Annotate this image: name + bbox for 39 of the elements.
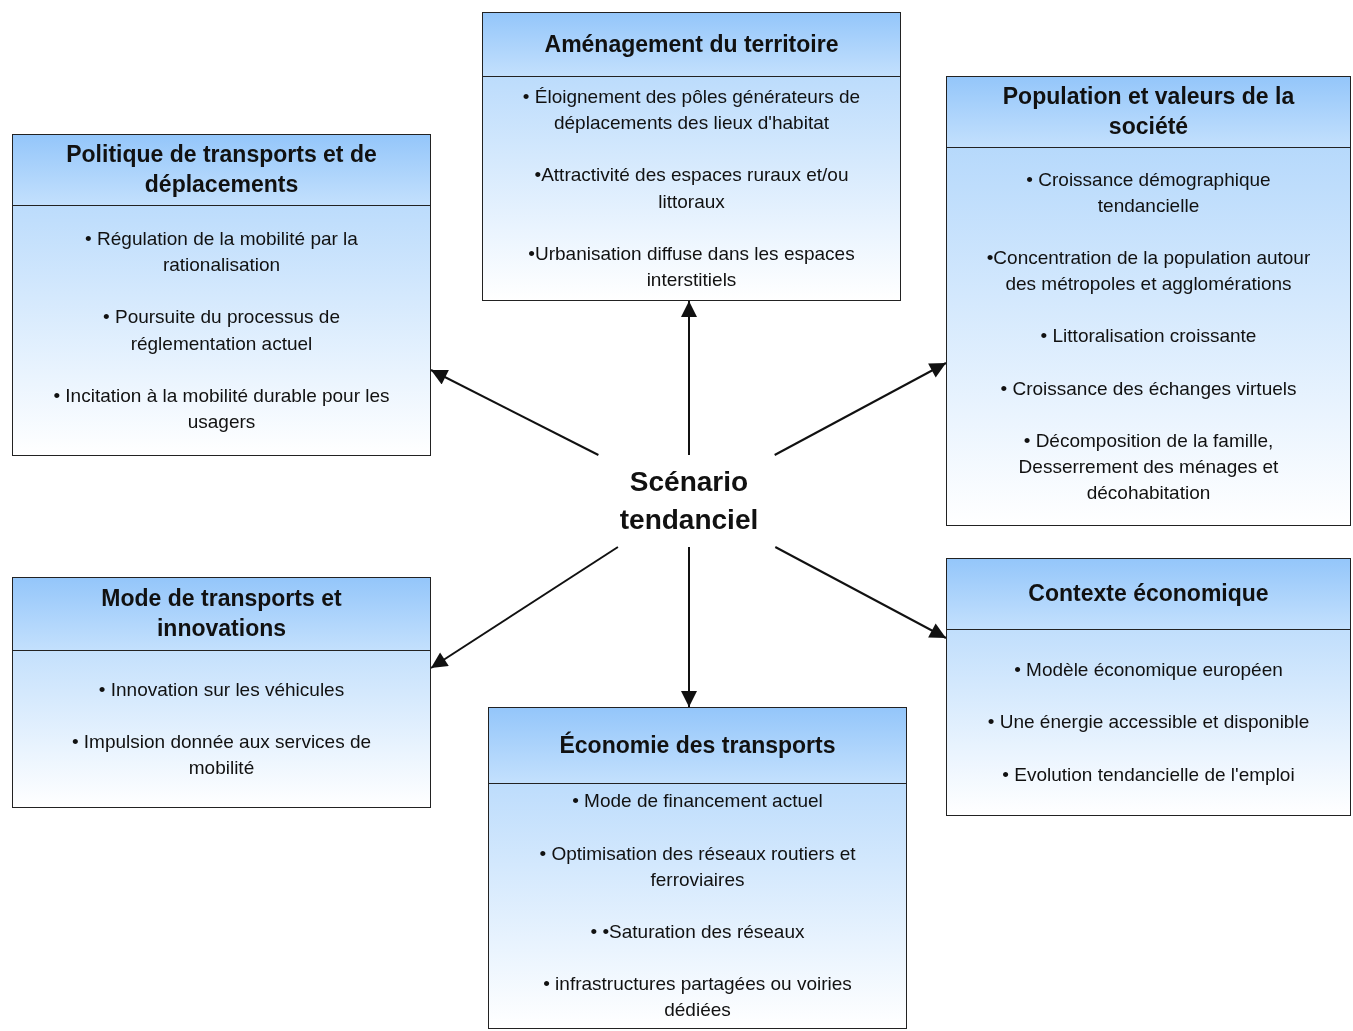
topic-box bbox=[946, 558, 1351, 816]
bullet-text: • Evolution tendancielle de l'emploi bbox=[1002, 762, 1295, 787]
bullet-text: • Régulation de la mobilité par la rationalisation bbox=[84, 226, 359, 278]
topic-box bbox=[482, 12, 901, 301]
bullet-text: • Impulsion donnée aux services de mobilité bbox=[70, 729, 373, 781]
box-heading: Mode de transports et innovations bbox=[100, 584, 343, 643]
bullet-text: • Décomposition de la famille, Desserrement des ménages et décohabitation bbox=[1017, 428, 1280, 506]
topic-box bbox=[488, 707, 907, 1029]
arrow bbox=[773, 362, 947, 456]
central-title: Scénario tendanciel bbox=[618, 465, 760, 537]
arrow bbox=[681, 546, 697, 708]
bullet-text: • Poursuite du processus de réglementation actuel bbox=[102, 305, 341, 356]
bullet-text: • Croissance des échanges virtuels bbox=[1000, 376, 1297, 401]
box-heading: Contexte économique bbox=[1027, 579, 1270, 609]
arrow bbox=[430, 546, 619, 669]
box-heading: Économie des transports bbox=[558, 730, 837, 760]
bullet-text: • Incitation à la mobilité durable pour les usagers bbox=[52, 383, 391, 434]
bullet-text: • Innovation sur les véhicules bbox=[98, 677, 345, 702]
bullet-text: • Mode de financement actuel bbox=[572, 789, 823, 814]
bullet-text: • Littoralisation croissante bbox=[1040, 324, 1257, 349]
bullet-text: •Concentration de la population autour des métropoles et agglomérations bbox=[985, 245, 1312, 297]
arrow bbox=[681, 300, 697, 456]
bullet-text: • Croissance démographique tendancielle bbox=[1025, 167, 1272, 218]
bullet-text: • Optimisation des réseaux routiers et ferroviaires bbox=[538, 841, 857, 892]
arrow bbox=[430, 369, 600, 456]
bullet-text: •Urbanisation diffuse dans les espaces interstitiels bbox=[527, 241, 856, 292]
bullet-text: • infrastructures partagées ou voiries dédiées bbox=[542, 972, 853, 1023]
arrow bbox=[774, 546, 947, 639]
topic-box bbox=[12, 577, 431, 808]
topic-box bbox=[12, 134, 431, 456]
topic-box bbox=[946, 76, 1351, 526]
box-heading: Politique de transports et de déplacements bbox=[65, 140, 378, 199]
box-heading: Aménagement du territoire bbox=[543, 29, 840, 59]
bullet-text: •Attractivité des espaces ruraux et/ou littoraux bbox=[533, 163, 850, 214]
bullet-text: • Modèle économique européen bbox=[1014, 658, 1283, 683]
bullet-text: • Éloignement des pôles générateurs de déplacements des lieux d'habitat bbox=[521, 84, 862, 136]
bullet-text: • Une énergie accessible et disponible bbox=[987, 710, 1310, 735]
bullet-text: • •Saturation des réseaux bbox=[590, 920, 805, 944]
box-heading: Population et valeurs de la société bbox=[1001, 82, 1296, 141]
